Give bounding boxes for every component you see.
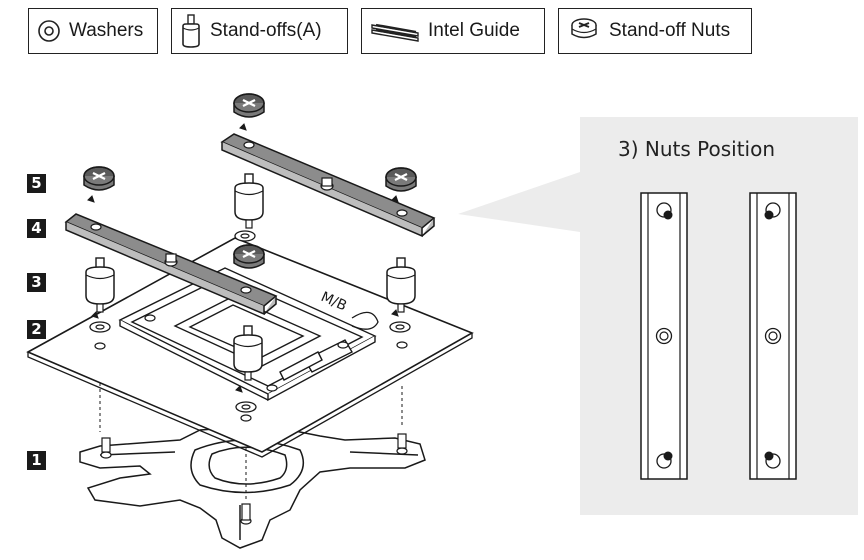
washer-icon [38,20,60,42]
step-badge-2: 2 [27,320,46,339]
legend-label: Washers [69,20,144,41]
step-badge-3: 3 [27,273,46,292]
step-badge-5: 5 [27,174,46,193]
step-badge-4: 4 [27,219,46,238]
inset-bracket-right [749,192,797,480]
legend-label: Intel Guide [428,20,520,41]
inset-callout-wedge [458,172,580,232]
step-badge-1: 1 [27,451,46,470]
nuts-position-panel [580,117,858,515]
inset-bracket-left [640,192,688,480]
standoff-icon [182,14,200,48]
legend-label: Stand-offs(A) [210,20,322,41]
legend-label: Stand-off Nuts [609,20,731,41]
nuts-position-title: 3) Nuts Position [618,137,776,161]
legend-standoff-nuts: Stand-off Nuts [558,8,752,54]
legend-washers: Washers [28,8,158,54]
standoff-nut-icon [571,18,597,39]
placement-arrows [87,123,399,393]
legend-intel-guide: Intel Guide [361,8,545,54]
intel-guide-bracket-right [220,133,436,238]
legend-standoffs: Stand-offs(A) [171,8,348,54]
intel-guide-icon [371,23,419,42]
intel-guide-bracket-left [64,213,278,316]
